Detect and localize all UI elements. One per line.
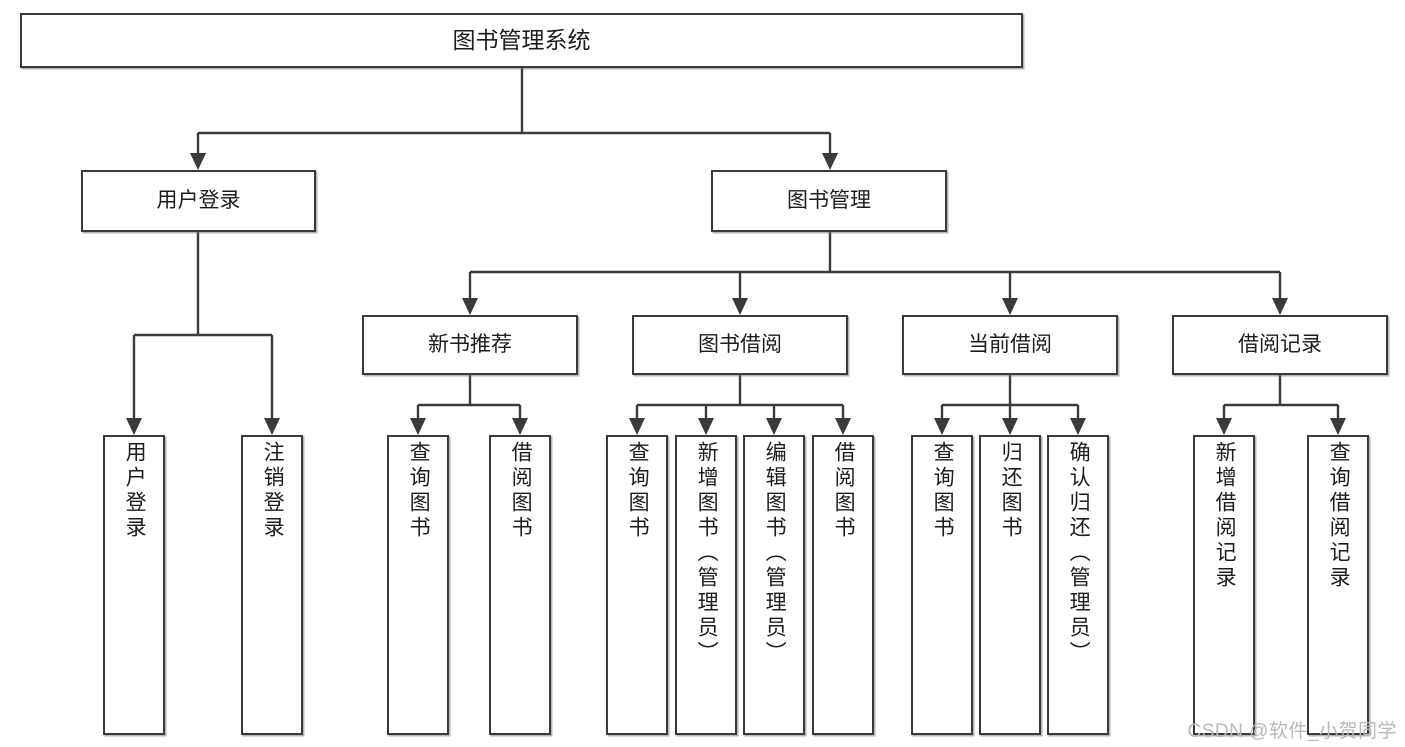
node-leaf-query-borrow-record[interactable]: 查询借阅记录 xyxy=(1307,435,1369,735)
arrow-current-borrow-c2 xyxy=(1002,418,1018,435)
node-leaf-confirm-return[interactable]: 确认归还（管理员） xyxy=(1047,435,1109,735)
node-current-borrow[interactable]: 当前借阅 xyxy=(902,315,1118,375)
node-leaf-query-book-3[interactable]: 查询图书 xyxy=(911,435,973,735)
arrow-to-book-borrow xyxy=(732,298,748,315)
node-new-book-recommend-label: 新书推荐 xyxy=(428,332,512,356)
node-leaf-query-book-3-label: 查询图书 xyxy=(931,441,955,541)
node-user-login-label: 用户登录 xyxy=(156,188,241,212)
arrow-new-book-c1 xyxy=(410,418,426,435)
node-new-book-recommend[interactable]: 新书推荐 xyxy=(362,315,578,375)
node-book-borrow-label: 图书借阅 xyxy=(698,332,782,356)
node-book-borrow[interactable]: 图书借阅 xyxy=(632,315,848,375)
arrow-to-user-login xyxy=(190,153,206,170)
node-leaf-query-book-2[interactable]: 查询图书 xyxy=(606,435,668,735)
node-leaf-return-book-label: 归还图书 xyxy=(999,441,1023,541)
arrow-current-borrow-c3 xyxy=(1070,418,1086,435)
node-leaf-edit-book[interactable]: 编辑图书（管理员） xyxy=(743,435,805,735)
arrow-borrow-record-c1 xyxy=(1216,418,1232,435)
arrow-book-borrow-c3 xyxy=(766,418,782,435)
arrow-book-borrow-c1 xyxy=(629,418,645,435)
node-root-label: 图书管理系统 xyxy=(452,27,591,54)
arrow-user-login-c1 xyxy=(126,418,142,435)
arrow-current-borrow-c1 xyxy=(934,418,950,435)
node-leaf-query-book-1[interactable]: 查询图书 xyxy=(387,435,449,735)
node-leaf-borrow-book-2[interactable]: 借阅图书 xyxy=(812,435,874,735)
node-leaf-return-book[interactable]: 归还图书 xyxy=(979,435,1041,735)
node-user-login[interactable]: 用户登录 xyxy=(81,170,316,232)
node-leaf-user-login-label: 用户登录 xyxy=(123,441,147,541)
node-leaf-borrow-book-1-label: 借阅图书 xyxy=(509,441,533,541)
csdn-watermark: CSDN @软件_小贺同学 xyxy=(1187,721,1397,742)
node-leaf-user-logout[interactable]: 注销登录 xyxy=(241,435,303,735)
arrow-book-borrow-c2 xyxy=(698,418,714,435)
node-leaf-borrow-book-2-label: 借阅图书 xyxy=(832,441,856,541)
arrow-new-book-c2 xyxy=(512,418,528,435)
arrow-book-borrow-c4 xyxy=(835,418,851,435)
node-leaf-add-book[interactable]: 新增图书（管理员） xyxy=(675,435,737,735)
node-leaf-user-logout-label: 注销登录 xyxy=(261,441,285,541)
arrow-user-login-c2 xyxy=(264,418,280,435)
node-leaf-edit-book-label: 编辑图书（管理员） xyxy=(763,441,787,666)
arrow-to-book-management xyxy=(822,153,838,170)
node-book-management-label: 图书管理 xyxy=(787,188,871,212)
node-root[interactable]: 图书管理系统 xyxy=(20,13,1023,68)
arrow-borrow-record-c2 xyxy=(1330,418,1346,435)
node-current-borrow-label: 当前借阅 xyxy=(968,332,1052,356)
node-borrow-record-label: 借阅记录 xyxy=(1238,332,1322,356)
node-leaf-query-borrow-record-label: 查询借阅记录 xyxy=(1327,441,1351,591)
arrow-to-new-book xyxy=(462,298,478,315)
node-leaf-add-borrow-record[interactable]: 新增借阅记录 xyxy=(1193,435,1255,735)
node-leaf-query-book-2-label: 查询图书 xyxy=(626,441,650,541)
node-book-management[interactable]: 图书管理 xyxy=(711,170,947,232)
arrow-to-borrow-record xyxy=(1272,298,1288,315)
node-leaf-user-login[interactable]: 用户登录 xyxy=(103,435,165,735)
node-leaf-borrow-book-1[interactable]: 借阅图书 xyxy=(489,435,551,735)
node-borrow-record[interactable]: 借阅记录 xyxy=(1172,315,1388,375)
node-leaf-confirm-return-label: 确认归还（管理员） xyxy=(1067,441,1091,666)
arrow-to-current-borrow xyxy=(1002,298,1018,315)
node-leaf-add-borrow-record-label: 新增借阅记录 xyxy=(1213,441,1237,591)
node-leaf-add-book-label: 新增图书（管理员） xyxy=(695,441,719,666)
node-leaf-query-book-1-label: 查询图书 xyxy=(407,441,431,541)
